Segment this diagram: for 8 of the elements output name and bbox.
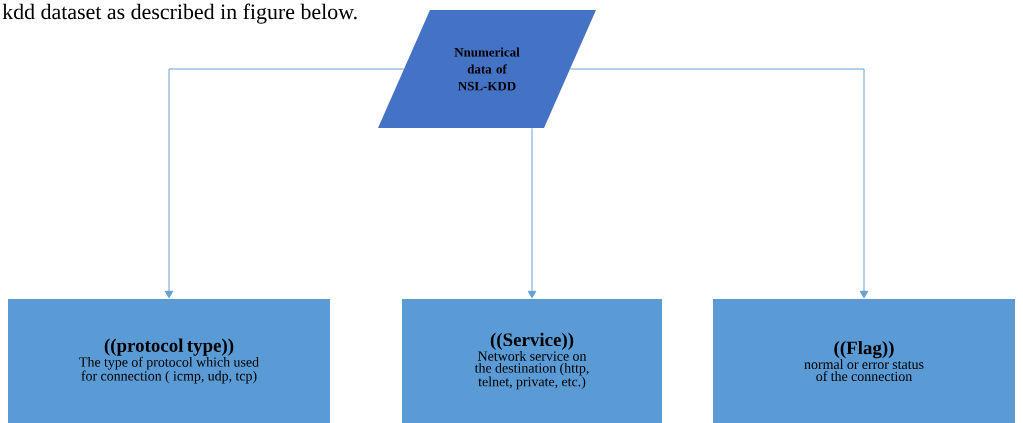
arrow — [569, 68, 869, 299]
arrow — [527, 127, 537, 299]
process-box: ((Service)) Network service on the destination (http, telnet, private, etc.) — [402, 299, 662, 423]
arrow — [164, 68, 405, 299]
process-box: ((Flag)) normal or error status of the connection — [713, 299, 1015, 423]
process-box: ((protocol type)) The type of protocol which used for connection ( icmp, udp, tcp) — [8, 299, 330, 423]
body-text: kdd dataset as described in figure below. — [2, 3, 357, 24]
data-parallelogram: Nnumerical data of NSL-KDD — [378, 10, 596, 128]
